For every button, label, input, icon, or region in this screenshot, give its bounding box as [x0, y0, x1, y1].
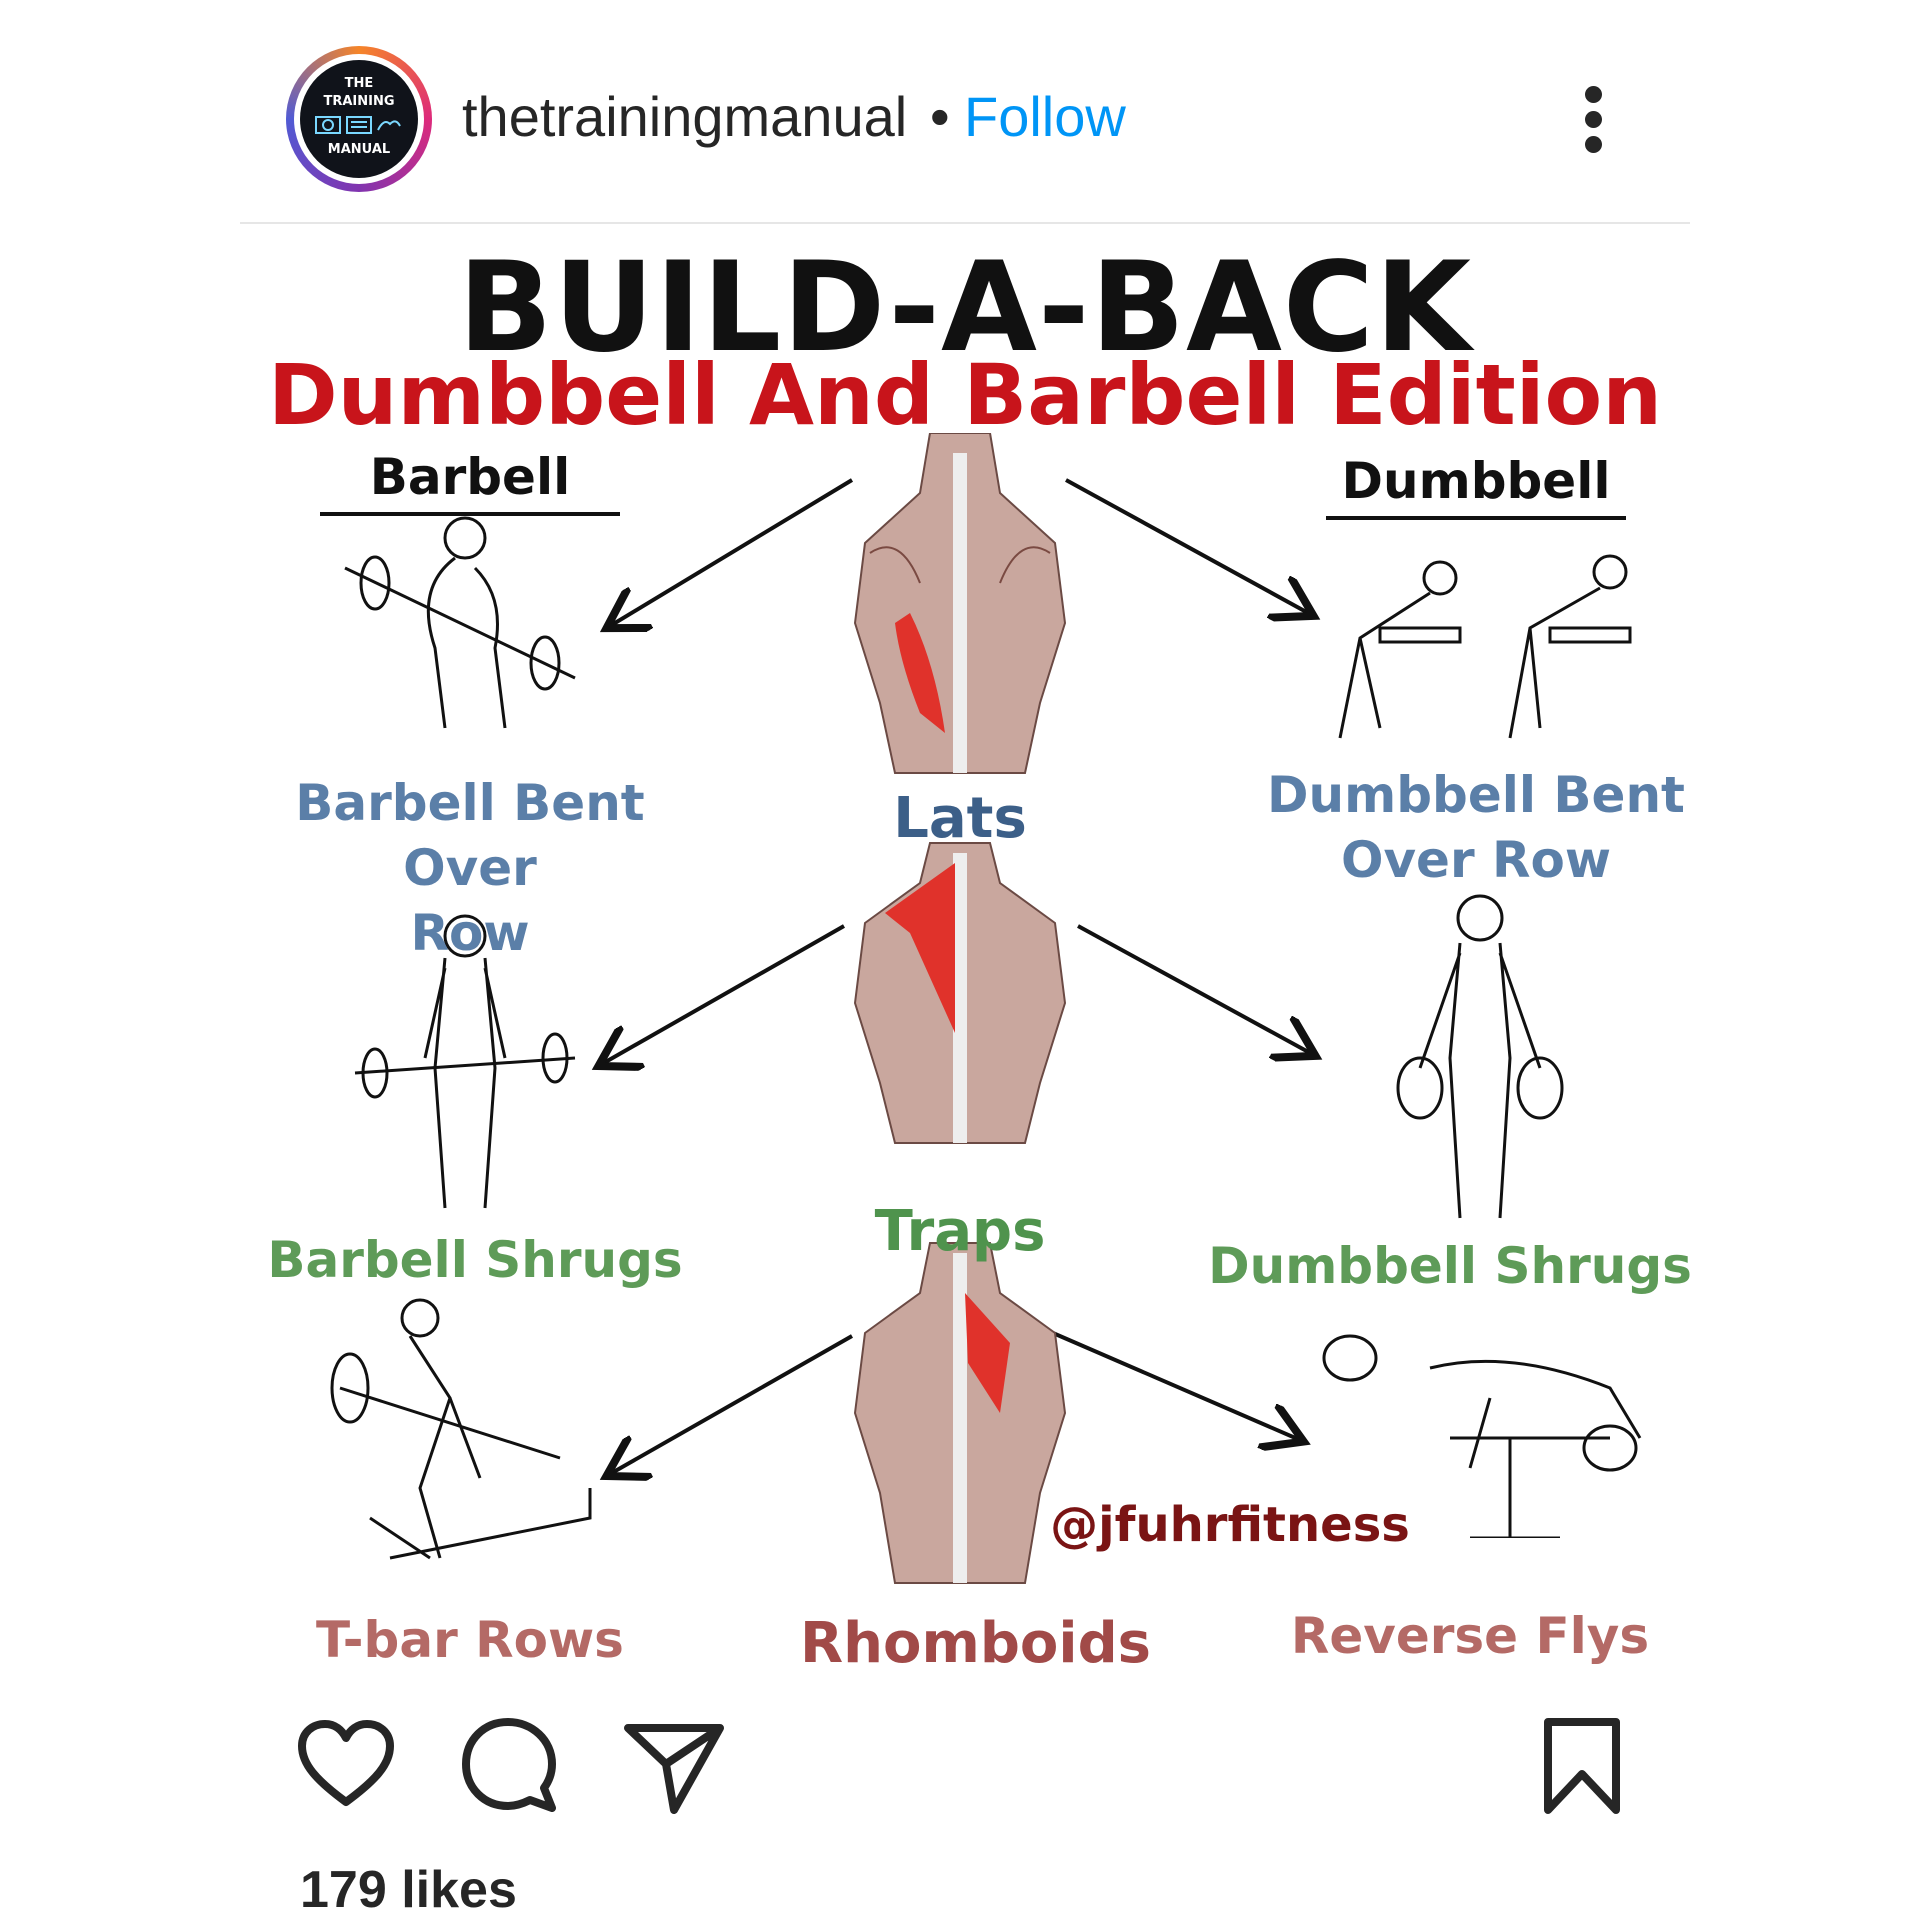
- exercise-label-barbell-shrugs: Barbell Shrugs: [267, 1231, 683, 1289]
- exercise-label-t-bar-rows: T-bar Rows: [316, 1611, 624, 1669]
- back-anatomy-lats: [853, 433, 1067, 774]
- barbell-shrugs-illustration: [354, 914, 576, 1209]
- bookmark-icon[interactable]: [1540, 1714, 1624, 1818]
- reverse-flys-illustration: [1322, 1334, 1642, 1538]
- credit-handle: @jfuhrfitness: [1050, 1497, 1410, 1553]
- muscle-label-lats: Lats: [893, 786, 1027, 851]
- dumbbell-column-heading: Dumbbell: [1326, 452, 1626, 520]
- exercise-label-dumbbell-bent-over-row: Dumbbell Bent Over Row: [1267, 766, 1685, 889]
- muscle-label-traps: Traps: [874, 1199, 1046, 1264]
- account-username[interactable]: thetrainingmanual: [462, 85, 908, 148]
- share-icon[interactable]: [622, 1718, 726, 1814]
- arrow-rhomboids-barbell: [610, 1334, 853, 1474]
- more-options-icon[interactable]: [1576, 82, 1612, 158]
- muscle-label-rhomboids: Rhomboids: [800, 1611, 1151, 1676]
- arrow-traps-dumbbell: [1077, 924, 1312, 1054]
- back-anatomy-traps: [853, 842, 1067, 1144]
- t-bar-rows-illustration: [330, 1298, 592, 1560]
- barbell-column-heading: Barbell: [320, 448, 620, 516]
- exercise-label-reverse-flys: Reverse Flys: [1290, 1607, 1650, 1665]
- poster-subtitle: Dumbbell And Barbell Edition: [267, 346, 1663, 444]
- dumbbell-shrugs-illustration: [1396, 894, 1564, 1219]
- logo-icons: [315, 116, 401, 134]
- post-image[interactable]: BUILD-A-BACK Dumbbell And Barbell Editio…: [240, 228, 1692, 1708]
- back-anatomy-illustrations: [853, 433, 1067, 1584]
- header-separator: •: [930, 85, 950, 148]
- arrow-lats-dumbbell: [1065, 478, 1310, 614]
- poster-title: BUILD-A-BACK: [457, 236, 1473, 380]
- dumbbell-bent-over-row-illustration: [1338, 554, 1632, 739]
- arrow-lats-barbell: [610, 478, 854, 626]
- arrows: [240, 478, 1690, 1708]
- follow-button[interactable]: Follow: [964, 85, 1126, 148]
- likes-count[interactable]: 179 likes: [300, 1861, 517, 1919]
- header-divider: [240, 222, 1690, 224]
- profile-avatar[interactable]: THE TRAINING MANUAL: [286, 46, 432, 192]
- heart-icon[interactable]: [296, 1720, 396, 1810]
- exercise-label-dumbbell-shrugs: Dumbbell Shrugs: [1208, 1237, 1692, 1295]
- exercise-label-barbell-bent-over-row: Barbell Bent Over Row: [295, 774, 645, 962]
- barbell-bent-over-row-illustration: [344, 516, 576, 729]
- arrow-rhomboids-dumbbell: [1045, 1328, 1300, 1440]
- comment-icon[interactable]: [460, 1714, 560, 1814]
- arrow-traps-barbell: [602, 924, 845, 1064]
- training-manual-logo: THE TRAINING MANUAL: [300, 60, 418, 178]
- back-anatomy-rhomboids: [853, 1242, 1067, 1584]
